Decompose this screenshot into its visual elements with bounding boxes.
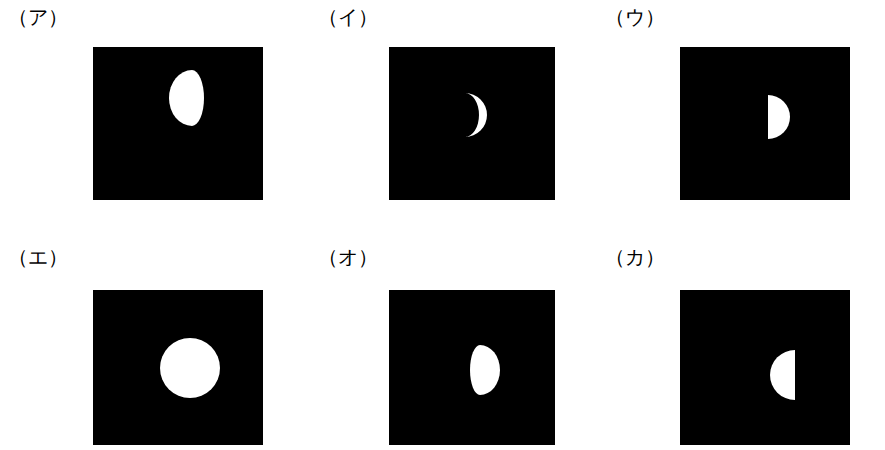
gibbous-phase [470, 345, 500, 395]
phase-panel: （イ） [389, 47, 555, 200]
panel-label: （オ） [318, 245, 378, 269]
panel-label: （ウ） [605, 5, 665, 29]
gibbous-phase [169, 70, 204, 126]
phase-illustration [389, 47, 555, 200]
phase-panel: （オ） [389, 290, 555, 445]
phase-illustration [680, 290, 850, 445]
full-phase [160, 338, 220, 398]
phase-illustration [680, 47, 850, 200]
phase-panel: （エ） [93, 290, 263, 445]
panel-label: （カ） [605, 245, 665, 269]
phase-illustration [389, 290, 555, 445]
panel-label: （イ） [318, 5, 378, 29]
phase-illustration [93, 290, 263, 445]
half-phase [770, 350, 795, 400]
panel-label: （エ） [8, 245, 68, 269]
crescent-phase [465, 93, 487, 137]
phase-illustration [93, 47, 263, 200]
phase-panel: （ア） [93, 47, 263, 200]
half-phase [768, 95, 790, 139]
panel-label: （ア） [8, 5, 68, 29]
phase-panel: （カ） [680, 290, 850, 445]
phase-panel: （ウ） [680, 47, 850, 200]
